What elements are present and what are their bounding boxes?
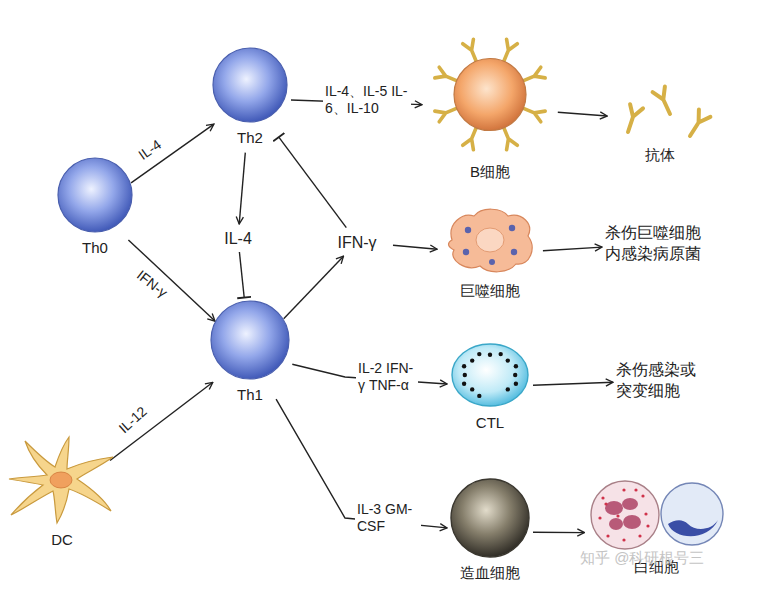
cytokine-label: IL-4、IL-5 IL-6、IL-10 xyxy=(323,82,411,118)
cell-shape xyxy=(610,70,710,140)
cell-shape xyxy=(425,32,555,157)
cell-node: Th1 xyxy=(210,300,290,408)
arrow-line xyxy=(393,245,437,249)
cell-label: Th2 xyxy=(192,129,308,147)
cell-shape xyxy=(440,204,540,276)
cell-label: 造血细胞 xyxy=(430,564,550,582)
cytokine-label: IL-3 GM-CSF xyxy=(355,500,421,536)
cell-label: CTL xyxy=(430,414,550,432)
cell-shape xyxy=(210,300,290,380)
cell-node: 巨噬细胞 xyxy=(440,204,540,304)
cell-node: Th2 xyxy=(212,47,288,150)
node-text: IFN-γ xyxy=(337,232,376,253)
cell-label: B细胞 xyxy=(405,163,575,181)
arrow-line xyxy=(239,153,245,224)
cytokine-label: IL-2 IFN-γ TNF-α xyxy=(356,359,418,395)
node-text: 杀伤感染或 突变细胞 xyxy=(616,359,720,401)
cytokine-label: IL-4 xyxy=(135,136,165,164)
cell-node: Th0 xyxy=(57,157,133,260)
text-node: IFN-γ xyxy=(324,230,390,254)
node-text: 杀伤巨噬细胞 内感染病原菌 xyxy=(605,222,731,264)
cell-label: DC xyxy=(0,531,137,549)
inhibition-line xyxy=(239,252,244,298)
text-node: 杀伤感染或 突变细胞 xyxy=(616,357,720,403)
arrow-line xyxy=(131,124,214,183)
cell-shape xyxy=(57,157,133,233)
cytokine-label: IFN-γ xyxy=(133,267,170,301)
arrow-line xyxy=(284,256,344,319)
cell-node: B细胞 xyxy=(425,32,555,182)
cell-label: 抗体 xyxy=(590,146,730,164)
inhibition-line xyxy=(279,137,347,228)
arrow-line xyxy=(533,532,585,534)
cell-node: 造血细胞 xyxy=(450,478,530,586)
cell-node: CTL xyxy=(450,342,530,432)
cell-label: 巨噬细胞 xyxy=(420,282,560,300)
arrow-line xyxy=(128,240,215,321)
text-node: 杀伤巨噬细胞 内感染病原菌 xyxy=(605,220,731,266)
cell-node: 白细胞 xyxy=(588,478,725,588)
cell-node: 抗体 xyxy=(610,70,710,170)
watermark-text: 知乎 @科研根号三 xyxy=(580,549,704,568)
cell-node: DC xyxy=(7,435,117,559)
cell-label: Th0 xyxy=(37,239,153,257)
arrow-line xyxy=(543,247,602,251)
arrow-line xyxy=(533,382,613,385)
text-node: IL-4 xyxy=(215,227,261,249)
cell-shape xyxy=(450,342,530,408)
cytokine-label: IL-12 xyxy=(115,403,150,437)
cell-shape xyxy=(588,478,725,552)
cell-label: Th1 xyxy=(190,386,310,404)
cell-shape xyxy=(7,435,117,525)
arrow-line xyxy=(558,112,607,116)
node-text: IL-4 xyxy=(224,228,252,249)
cell-shape xyxy=(450,478,530,558)
cell-shape xyxy=(212,47,288,123)
arrow-line xyxy=(110,382,213,460)
